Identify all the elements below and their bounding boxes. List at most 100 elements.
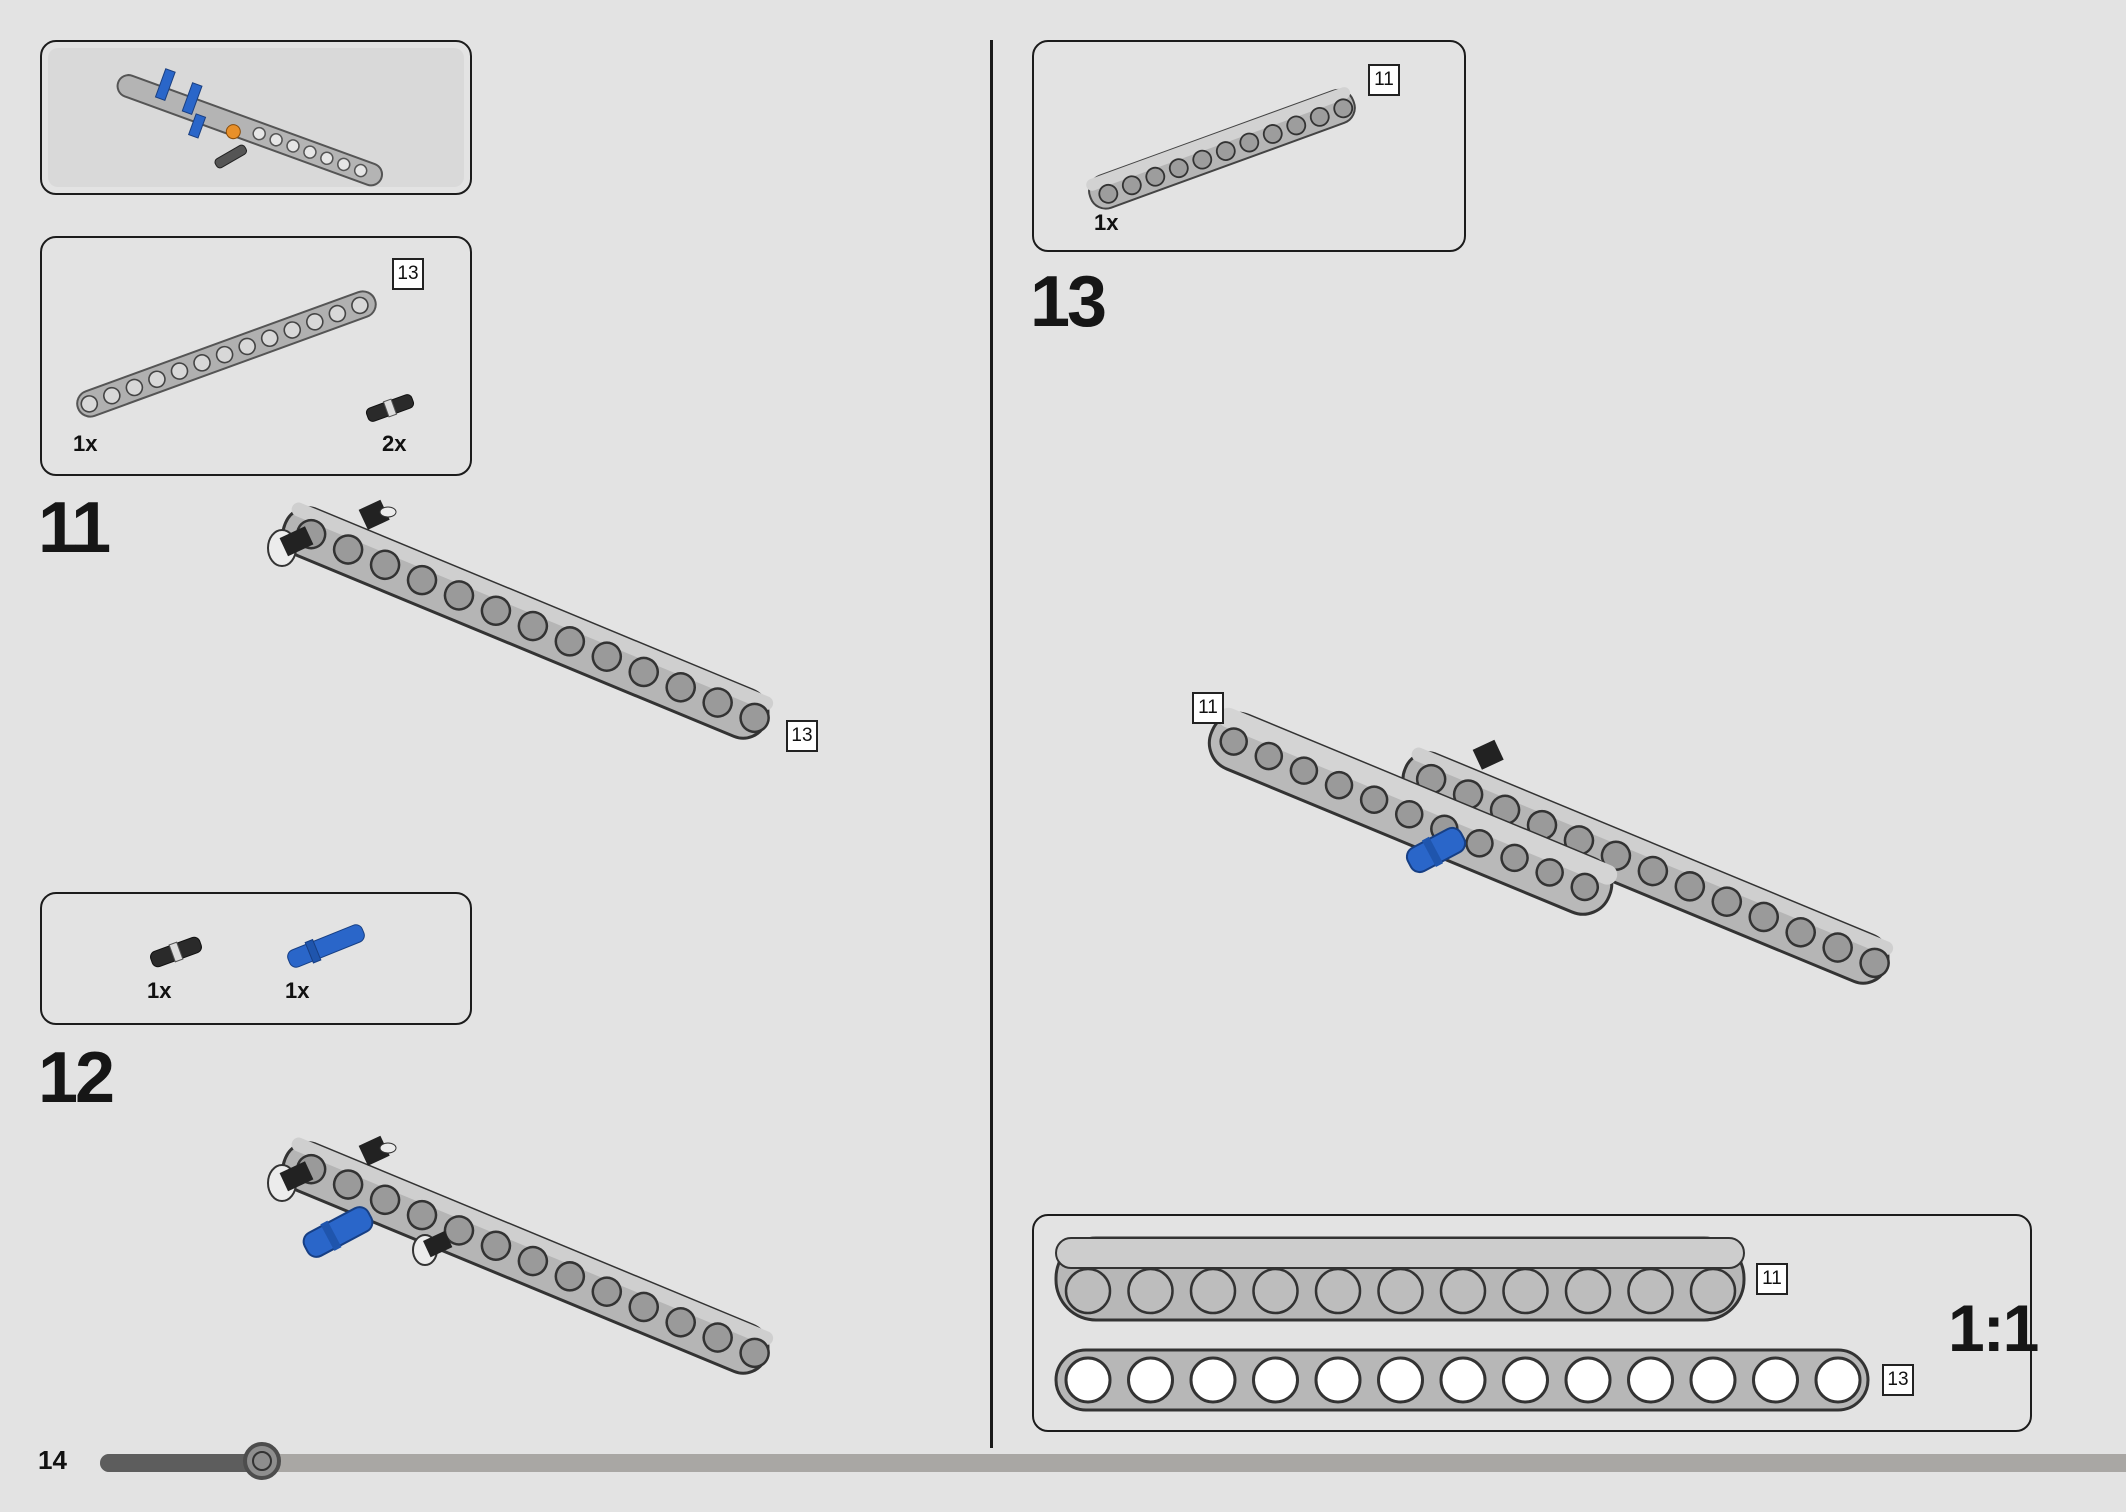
- beam-hole: [1563, 825, 1595, 856]
- beam-hole: [1689, 1356, 1737, 1404]
- beam-hole: [1535, 858, 1564, 887]
- beam-hole: [1489, 794, 1521, 826]
- beam-quantity: 1x: [1094, 210, 1119, 235]
- progress-fill: [100, 1454, 263, 1472]
- beam-hole: [369, 549, 401, 581]
- step-number-13: 13: [1030, 262, 1107, 342]
- beam-hole: [1064, 1267, 1112, 1315]
- beam-hole: [1314, 1267, 1362, 1315]
- beam-hole: [1822, 932, 1853, 963]
- beam-hole: [480, 595, 512, 626]
- beam-hole: [1064, 1356, 1112, 1404]
- beam-hole: [1748, 901, 1779, 933]
- beam-hole: [351, 296, 369, 315]
- beam-length-badge: 13: [392, 258, 424, 290]
- beam-hole: [1314, 1356, 1362, 1404]
- beam-hole: [1564, 1356, 1612, 1404]
- subassembly-preview-image: [116, 68, 384, 187]
- beam-hole: [628, 1291, 659, 1323]
- beam-hole: [406, 1199, 438, 1231]
- beam-hole: [1415, 763, 1447, 795]
- beam-hole: [1121, 175, 1142, 196]
- beam-hole: [517, 1245, 549, 1277]
- beam-hole: [406, 564, 438, 596]
- scale-beams-image: [1054, 1236, 1870, 1412]
- beam-hole: [1689, 1267, 1737, 1315]
- beam-hole: [702, 687, 733, 718]
- step13-beam-length-callout: 11: [1192, 692, 1224, 724]
- beam-hole: [193, 354, 211, 372]
- scale-beam-13-badge: 13: [1882, 1364, 1914, 1396]
- beam-hole: [332, 534, 364, 565]
- beam-hole: [591, 641, 623, 672]
- beam-hole: [80, 395, 99, 413]
- beam-hole: [1127, 1356, 1174, 1404]
- beam-hole: [517, 610, 549, 642]
- beam-hole: [1219, 727, 1248, 756]
- beam-quantity: 1x: [73, 431, 98, 456]
- beam-hole: [1359, 785, 1389, 814]
- beam-hole: [1239, 132, 1260, 153]
- beam-hole: [1333, 98, 1354, 119]
- beam-hole: [1500, 843, 1529, 873]
- beam-hole: [1309, 106, 1330, 127]
- beam-hole: [1600, 840, 1632, 871]
- scale-beam-11-badge: 11: [1756, 1263, 1788, 1295]
- beam-hole: [1526, 809, 1558, 841]
- beam-hole: [215, 345, 234, 364]
- beam-hole: [591, 1276, 623, 1307]
- beam-hole: [332, 1169, 364, 1200]
- beam-hole: [1430, 814, 1459, 844]
- step-number-11: 11: [38, 488, 111, 568]
- blue-pin-part-image: [287, 924, 365, 968]
- beam-hole: [1752, 1356, 1799, 1404]
- beam-hole: [1189, 1267, 1237, 1315]
- beam-hole: [665, 672, 696, 703]
- beam-hole: [1215, 141, 1236, 161]
- beam-hole: [443, 580, 475, 611]
- beam-hole: [1262, 124, 1283, 144]
- beam-hole: [1254, 741, 1284, 771]
- beam-hole: [1252, 1356, 1299, 1404]
- beam-hole: [739, 702, 770, 734]
- beam-hole: [1439, 1267, 1487, 1315]
- beam-hole: [1394, 799, 1424, 829]
- beam-hole: [554, 1261, 586, 1292]
- step12-parts-panel: 1x 1x: [40, 892, 472, 1025]
- beam-hole: [628, 656, 659, 688]
- step-number-12: 12: [38, 1038, 115, 1118]
- beam-hole: [1785, 917, 1816, 948]
- scale-panel: 11 13 1:1: [1032, 1214, 2039, 1432]
- beam-hole: [1145, 166, 1166, 187]
- blue-pin-quantity: 1x: [285, 978, 310, 1003]
- page-divider: [990, 40, 993, 1448]
- beam-hole: [702, 1322, 733, 1353]
- beam-hole: [328, 304, 347, 323]
- black-pin-part-image: [150, 936, 202, 968]
- beam-hole: [1127, 1267, 1174, 1315]
- beam-hole: [283, 321, 302, 339]
- step13-parts-panel: 11 1x: [1032, 40, 1466, 252]
- beam-hole: [1859, 947, 1890, 979]
- beam-hole: [443, 1215, 475, 1246]
- progress-knob: [243, 1442, 282, 1480]
- beam-hole: [369, 1184, 401, 1216]
- beam-hole: [295, 1153, 327, 1185]
- beam-hole: [1168, 158, 1189, 179]
- beam-13-scale-image: [1054, 1348, 1870, 1412]
- beam-hole: [295, 518, 327, 550]
- beam-hole: [1252, 1267, 1299, 1315]
- beam-hole: [1289, 756, 1319, 785]
- beam-hole: [1192, 149, 1213, 170]
- black-pin-quantity: 1x: [147, 978, 172, 1003]
- progress-track: [100, 1454, 2126, 1472]
- beam-11-part-image: [1086, 87, 1356, 210]
- beam-hole: [306, 313, 324, 331]
- beam-hole: [148, 370, 166, 389]
- beam-hole: [480, 1230, 512, 1261]
- beam-hole: [1674, 871, 1706, 902]
- beam-hole: [1286, 115, 1307, 136]
- beam-hole: [1502, 1267, 1549, 1315]
- beam-hole: [1570, 872, 1600, 902]
- page-number: 14: [38, 1445, 67, 1475]
